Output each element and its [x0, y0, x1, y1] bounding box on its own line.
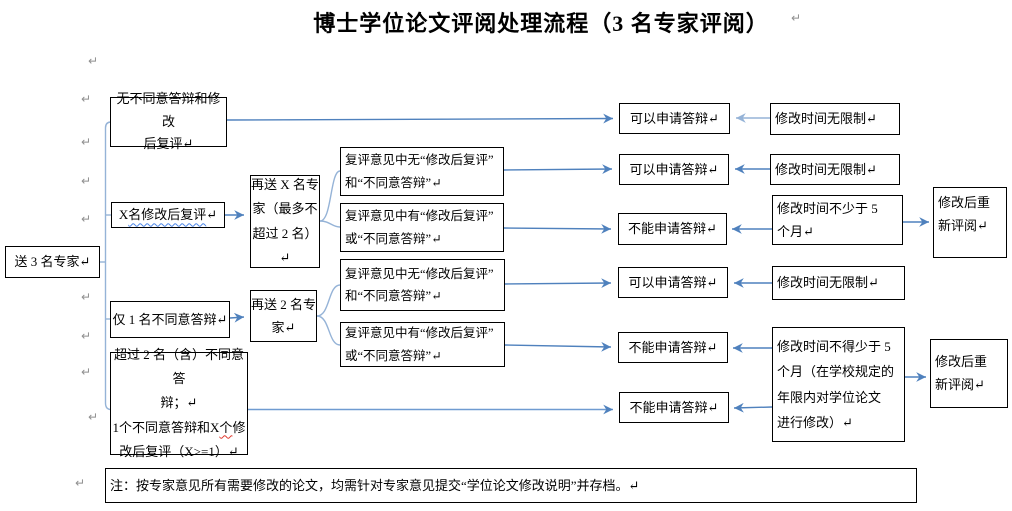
- pilcrow-mark: ↵: [88, 410, 99, 424]
- pilcrow-mark: ↵: [81, 329, 92, 343]
- pilcrow-mark: ↵: [81, 174, 92, 188]
- node-resend-x-experts: 再送 X 名专 家（最多不 超过 2 名）↵: [250, 175, 320, 268]
- arrow-min5school-cannotdefend3: [733, 402, 773, 413]
- node-can-defend-3: 可以申请答辩↵: [618, 267, 728, 298]
- node-cannot-defend-3: 不能申请答辩↵: [619, 392, 729, 423]
- node-over-two-line3-text: 1个不同意答辩和X: [112, 419, 220, 435]
- node-resend-2-experts: 再送 2 名专 家↵: [250, 290, 317, 342]
- node-x-rerevision-flagged-text: 名修改后复评: [128, 207, 207, 223]
- note-box: 注：按专家意见所有需要修改的论文，均需针对专家意见提交“学位论文修改说明”并存档…: [105, 468, 917, 503]
- node-only-one-disagree: 仅 1 名不同意答辩↵: [110, 301, 230, 338]
- bracket-resendx-up: [319, 170, 341, 222]
- arrow-branch3-resend2: [229, 312, 245, 323]
- node-send-3-experts: 送 3 名专家↵: [5, 246, 100, 278]
- node-over-two-line3: 1个不同意答辩和X个修: [113, 416, 246, 440]
- pilcrow-mark: ↵: [81, 212, 92, 226]
- node-review-no-keywords-1: 复评意见中无“修改后复评” 和“不同意答辩”↵: [340, 147, 504, 196]
- node-over-two-line4: 改后复评（X>=1）↵: [119, 443, 239, 459]
- arrow-review2-cannotdefend: [503, 224, 612, 234]
- node-over-two-line1: 超过 2 名（含）不同意答: [113, 347, 244, 387]
- node-min-5-months-school-limit: 修改时间不得少于 5 个月（在学校规定的 年限内对学位论文 进行修改）↵: [772, 327, 905, 442]
- pilcrow-mark: ↵: [81, 135, 92, 149]
- arrow-review4-cannotdefend: [504, 341, 612, 352]
- node-cannot-defend-1: 不能申请答辩↵: [618, 213, 727, 245]
- arrow-review3-candefend: [504, 278, 612, 288]
- pilcrow-mark: ↵: [81, 92, 92, 106]
- node-rereview-2: 修改后重 新评阅↵: [930, 339, 1008, 408]
- node-over-two-flagged-text: 个: [219, 419, 233, 435]
- bracket-resendx-down: [319, 220, 341, 228]
- node-review-has-keywords-2: 复评意见中有“修改后复评” 或“不同意答辩”↵: [340, 322, 505, 367]
- node-min-5-months: 修改时间不少于 5 个月↵: [772, 195, 903, 245]
- node-can-defend-2: 可以申请答辩↵: [619, 154, 729, 185]
- node-over-two-line3-tail: 修: [232, 419, 246, 435]
- node-no-time-limit-1: 修改时间无限制↵: [770, 103, 900, 135]
- node-review-no-keywords-2: 复评意见中无“修改后复评” 和“不同意答辩”↵: [340, 259, 505, 311]
- pilcrow-mark: ↵: [81, 365, 92, 379]
- node-rereview-1: 修改后重 新评阅↵: [933, 187, 1007, 258]
- node-over-two-line2: 辩；↵: [160, 395, 198, 411]
- pilcrow-mark: ↵: [88, 54, 99, 68]
- node-review-has-keywords-1: 复评意见中有“修改后复评” 或“不同意答辩”↵: [340, 203, 504, 252]
- node-cannot-defend-2: 不能申请答辩↵: [618, 332, 728, 363]
- node-no-disagreement: 无不同意答辩和修改 后复评↵: [110, 91, 227, 151]
- node-over-two-disagree: 超过 2 名（含）不同意答 辩；↵ 1个不同意答辩和X个修 改后复评（X>=1）…: [110, 347, 248, 459]
- pilcrow-mark: ↵: [81, 290, 92, 304]
- node-no-time-limit-2: 修改时间无限制↵: [770, 154, 900, 185]
- arrow-review1-candefend: [503, 164, 613, 174]
- bracket-resend2-up: [316, 284, 341, 317]
- arrow-branch1-candefend: [226, 113, 614, 124]
- node-no-time-limit-3: 修改时间无限制↵: [772, 266, 905, 300]
- pilcrow-mark: ↵: [791, 11, 802, 25]
- node-x-rerevision: X 名修改后复评↵: [111, 202, 225, 228]
- node-can-defend-1: 可以申请答辩↵: [619, 103, 730, 134]
- bracket-resend2-down: [316, 315, 341, 346]
- pilcrow-mark: ↵: [75, 476, 86, 490]
- pilcrow-mark: ↵: [206, 207, 218, 223]
- page-title: 博士学位论文评阅处理流程（3 名专家评阅）: [313, 11, 769, 36]
- node-x-rerevision-prefix: X: [118, 207, 129, 223]
- connector-trunk: [104, 121, 112, 411]
